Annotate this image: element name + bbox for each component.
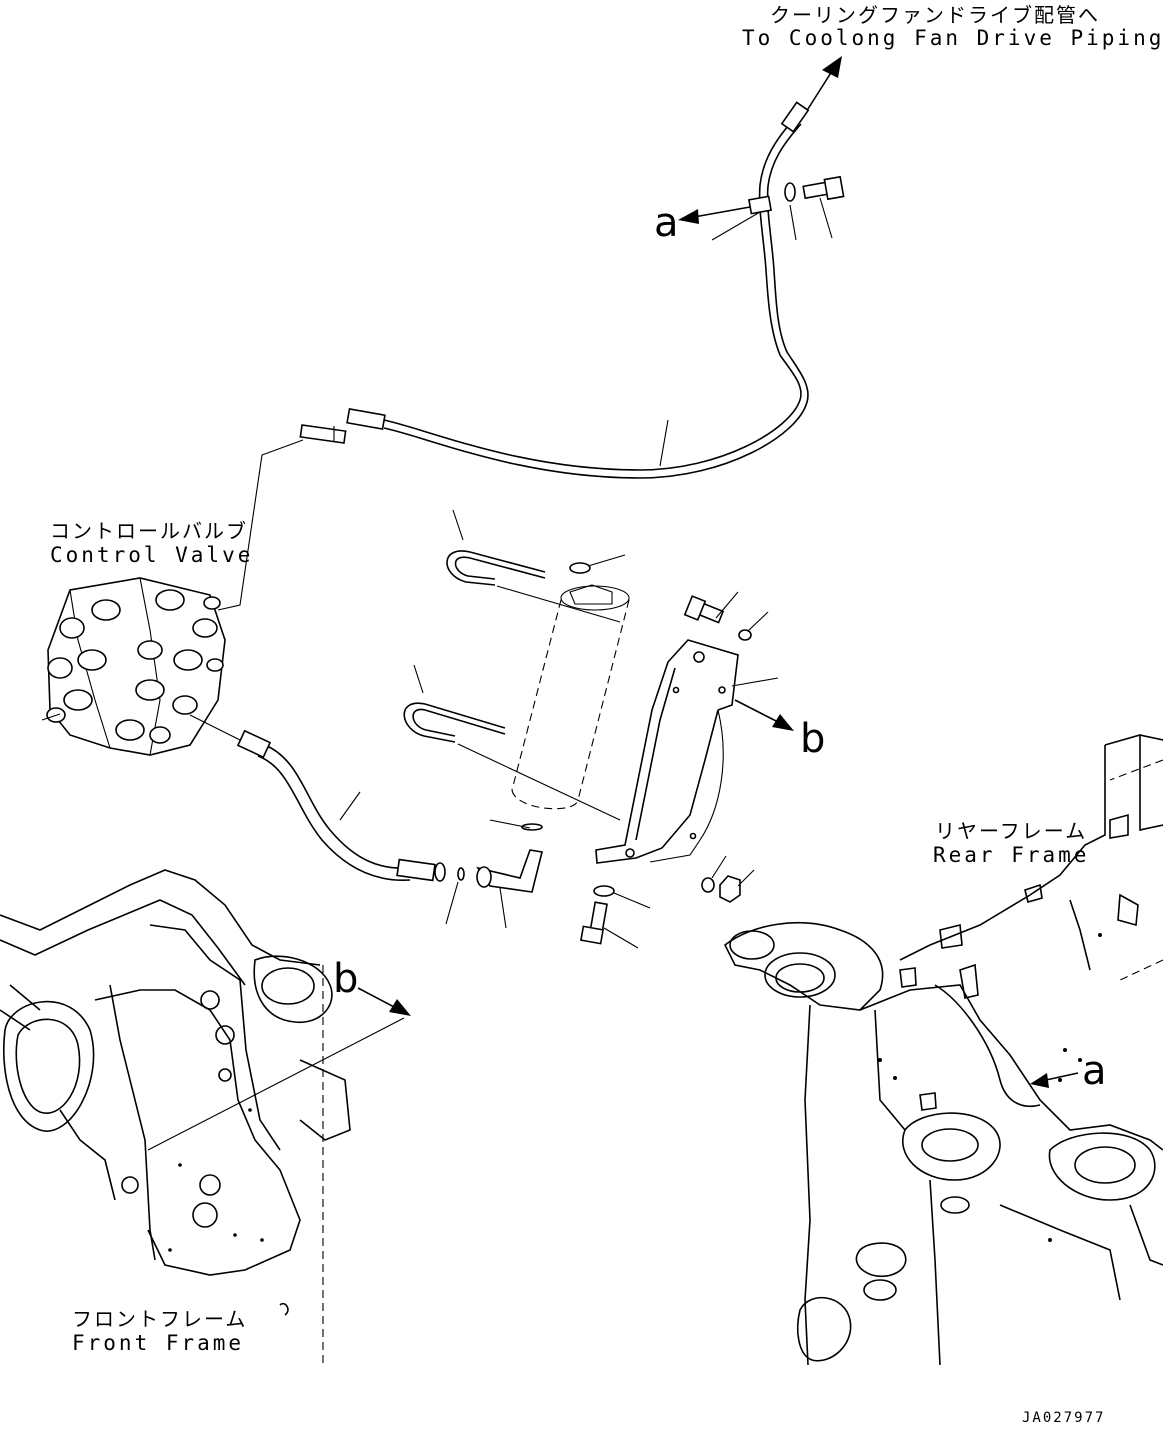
control-valve-label-en: Control Valve xyxy=(50,543,253,567)
rear-frame xyxy=(723,734,1163,1366)
rear-frame-label-en: Rear Frame xyxy=(933,843,1089,867)
ref-a-hose-clamp: a xyxy=(654,200,679,246)
bracket xyxy=(580,591,779,949)
cooling-fan-label-jp: クーリングファンドライブ配管へ xyxy=(770,3,1100,27)
control-valve xyxy=(41,577,241,756)
ref-a-rear-frame: a xyxy=(1082,1048,1107,1094)
ref-a-arrow-top xyxy=(678,206,751,224)
hose-lower xyxy=(236,729,543,929)
rear-frame-label-jp: リヤーフレーム xyxy=(935,819,1087,843)
front-frame-label-jp: フロントフレーム xyxy=(72,1307,247,1331)
u-bolt-lower xyxy=(403,664,621,821)
accumulator xyxy=(511,554,630,810)
front-frame-label-en: Front Frame xyxy=(72,1331,244,1355)
cooling-fan-arrow xyxy=(805,56,842,113)
ref-a-arrow-rear xyxy=(1030,1072,1079,1088)
cooling-fan-label-en: To Coolong Fan Drive Piping xyxy=(742,26,1163,50)
drawing-code: JA027977 xyxy=(1022,1410,1105,1426)
u-bolt-upper xyxy=(446,509,621,623)
ref-b-front-frame: b xyxy=(333,956,358,1002)
ref-b-arrow-front xyxy=(357,987,411,1016)
front-frame xyxy=(0,869,405,1365)
control-valve-label-jp: コントロールバルブ xyxy=(50,519,248,543)
ref-b-bracket: b xyxy=(800,716,825,762)
ref-b-arrow-bracket xyxy=(734,699,794,731)
hose-cooling-fan xyxy=(217,101,845,611)
